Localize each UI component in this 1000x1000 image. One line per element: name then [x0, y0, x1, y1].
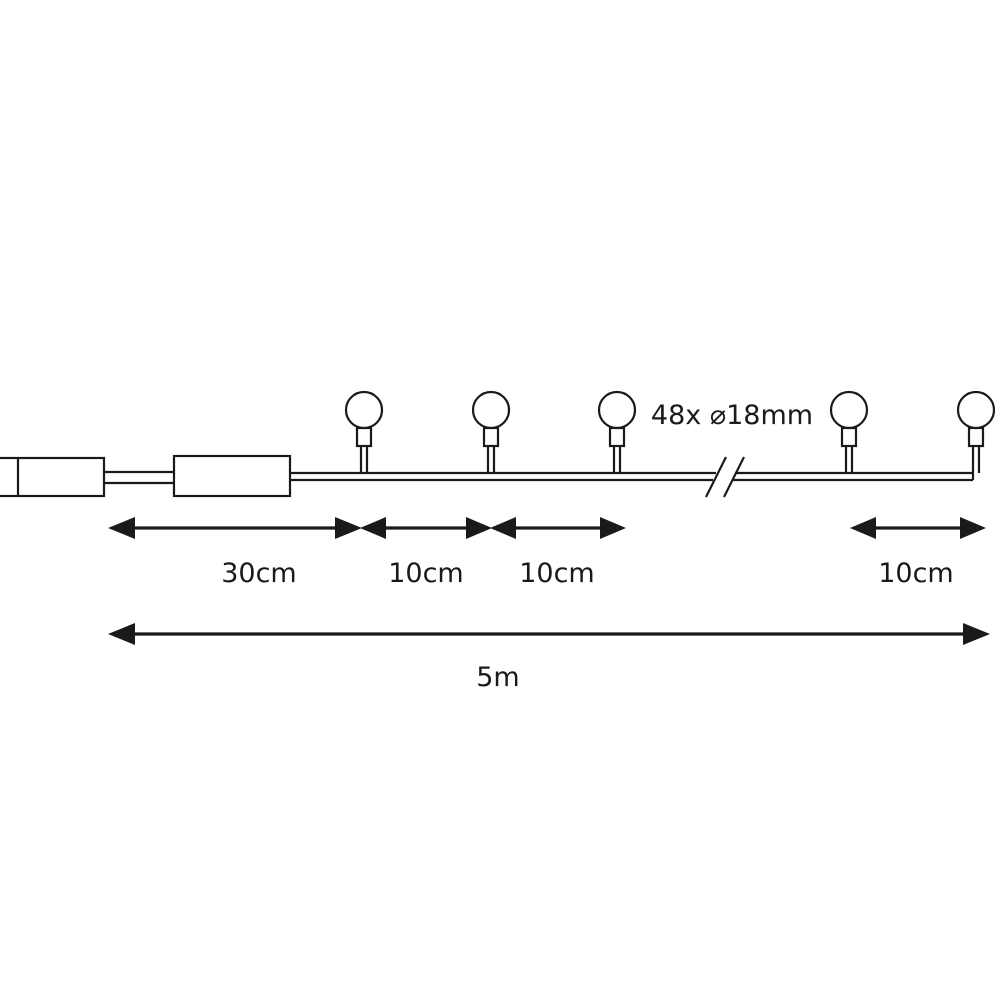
dimension-arrow-spacing-1	[360, 517, 492, 539]
dimension-label-lead: 30cm	[221, 558, 297, 589]
dimension-arrow-total	[108, 623, 990, 645]
bulb	[829, 390, 869, 473]
main-wire	[290, 471, 975, 482]
dimension-arrow-spacing-end	[850, 517, 986, 539]
bulb-count-label: 48x ⌀18mm	[651, 400, 813, 431]
dimension-label-spacing-1: 10cm	[388, 558, 464, 589]
lead-cable	[104, 470, 174, 485]
dimension-label-spacing-2: 10cm	[519, 558, 595, 589]
bulb	[597, 390, 637, 473]
dimension-arrow-spacing-2	[490, 517, 626, 539]
plug	[0, 456, 106, 498]
transformer-box	[172, 454, 292, 498]
bulb	[956, 390, 996, 473]
dimension-label-spacing-end: 10cm	[878, 558, 954, 589]
bulb	[344, 390, 384, 473]
dimension-arrow-lead	[108, 517, 362, 539]
bulb	[471, 390, 511, 473]
wire-break-mark	[705, 456, 745, 498]
dimension-label-total: 5m	[476, 662, 519, 693]
